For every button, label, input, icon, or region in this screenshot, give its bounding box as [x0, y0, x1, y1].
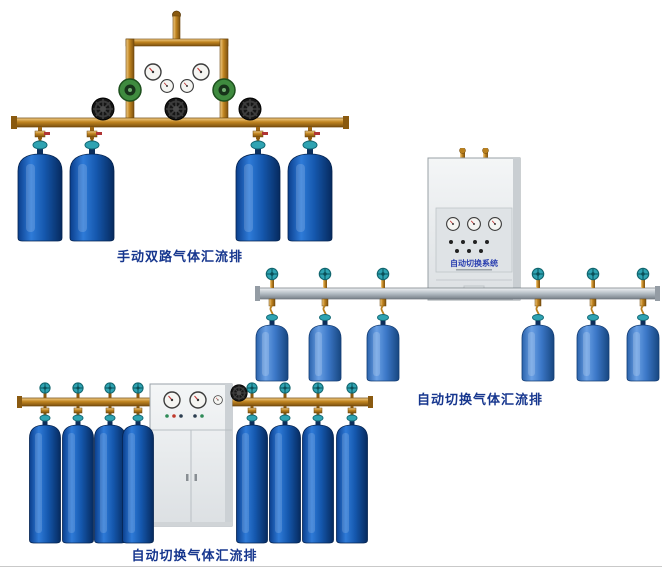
bottom-divider [0, 566, 662, 567]
gas-cylinder [366, 314, 400, 382]
gas-cylinder [626, 314, 660, 382]
cylinder-station [269, 382, 301, 544]
valve-handwheel [238, 97, 262, 121]
cylinder-station [336, 382, 368, 544]
control-cabinet: 自动切换系统 [427, 148, 521, 301]
gas-cylinder [302, 414, 334, 544]
pressure-gauge [488, 217, 502, 231]
pipe-end-cap [655, 286, 660, 301]
valve-handwheel [636, 267, 650, 281]
pressure-gauge [189, 391, 207, 409]
cylinder-station [17, 127, 63, 242]
pressure-gauge [160, 79, 174, 93]
door-handle [194, 474, 197, 481]
indicator-lights [165, 414, 204, 418]
gas-cylinder [94, 414, 126, 544]
pressure-gauge [163, 391, 181, 409]
cylinder-station [122, 382, 154, 544]
gas-cylinder [576, 314, 610, 382]
valve-handwheel [246, 382, 258, 394]
cylinder-station [236, 382, 268, 544]
cylinder-station [69, 127, 115, 242]
gas-cylinder [62, 414, 94, 544]
control-cabinet [149, 383, 233, 527]
pipe-end-cap [17, 396, 22, 408]
pressure-gauge [446, 217, 460, 231]
auto-manifold-2-illustration [17, 382, 373, 544]
cylinder-station [302, 382, 334, 544]
cylinder-station [626, 267, 660, 382]
valve-handwheel [586, 267, 600, 281]
valve-handwheel [104, 382, 116, 394]
cylinder-station [255, 267, 289, 382]
product-caption-1: 手动双路气体汇流排 [116, 250, 243, 265]
pipe-end-cap [11, 116, 17, 129]
cabinet-label: 自动切换系统 [450, 258, 498, 268]
gas-cylinder [308, 314, 342, 382]
valve-handwheel [279, 382, 291, 394]
pressure-gauge [144, 63, 162, 81]
valve-handwheel [346, 382, 358, 394]
pressure-gauge [467, 217, 481, 231]
gas-cylinder [122, 414, 154, 544]
valve-handwheel [91, 97, 115, 121]
gas-cylinder [255, 314, 289, 382]
pressure-gauge [180, 79, 194, 93]
cylinder-station [287, 127, 333, 242]
indicator-lights [449, 240, 489, 253]
pipe-end-cap [255, 286, 260, 301]
auto-manifold-illustration: 自动切换系统 [255, 148, 660, 382]
valve-handwheel [39, 382, 51, 394]
valve-handwheel [265, 267, 279, 281]
gas-cylinder [29, 414, 61, 544]
cylinder-station [308, 267, 342, 382]
cylinder-station [366, 267, 400, 382]
cylinder-station [29, 382, 61, 544]
header-pipe [255, 287, 660, 300]
gas-cylinder [269, 414, 301, 544]
door-handle [186, 474, 189, 481]
pressure-regulator [118, 78, 142, 102]
gas-cylinder [336, 414, 368, 544]
pressure-gauge [213, 395, 223, 405]
pipe-end-cap [368, 396, 373, 408]
valve-handwheel [376, 267, 390, 281]
cylinder-station [62, 382, 94, 544]
valve-handwheel [318, 267, 332, 281]
cabinet-sublabel-line [456, 269, 492, 271]
valve-handwheel [531, 267, 545, 281]
manual-manifold-illustration [11, 10, 349, 242]
valve-handwheel [72, 382, 84, 394]
gas-cylinder [17, 140, 63, 242]
cylinder-station [94, 382, 126, 544]
gas-cylinder [236, 414, 268, 544]
valve-handwheel [312, 382, 324, 394]
valve-handwheel [164, 97, 188, 121]
gas-cylinder [521, 314, 555, 382]
pressure-gauge [192, 63, 210, 81]
cylinder-station [521, 267, 555, 382]
cylinder-station [235, 127, 281, 242]
product-caption-2: 自动切换气体汇流排 [416, 393, 543, 408]
valve-handwheel [132, 382, 144, 394]
gas-cylinder [69, 140, 115, 242]
cylinder-station [576, 267, 610, 382]
pipe-end-cap [343, 116, 349, 129]
pressure-regulator [212, 78, 236, 102]
product-caption-3: 自动切换气体汇流排 [131, 549, 258, 564]
valve-handwheel [230, 384, 248, 402]
